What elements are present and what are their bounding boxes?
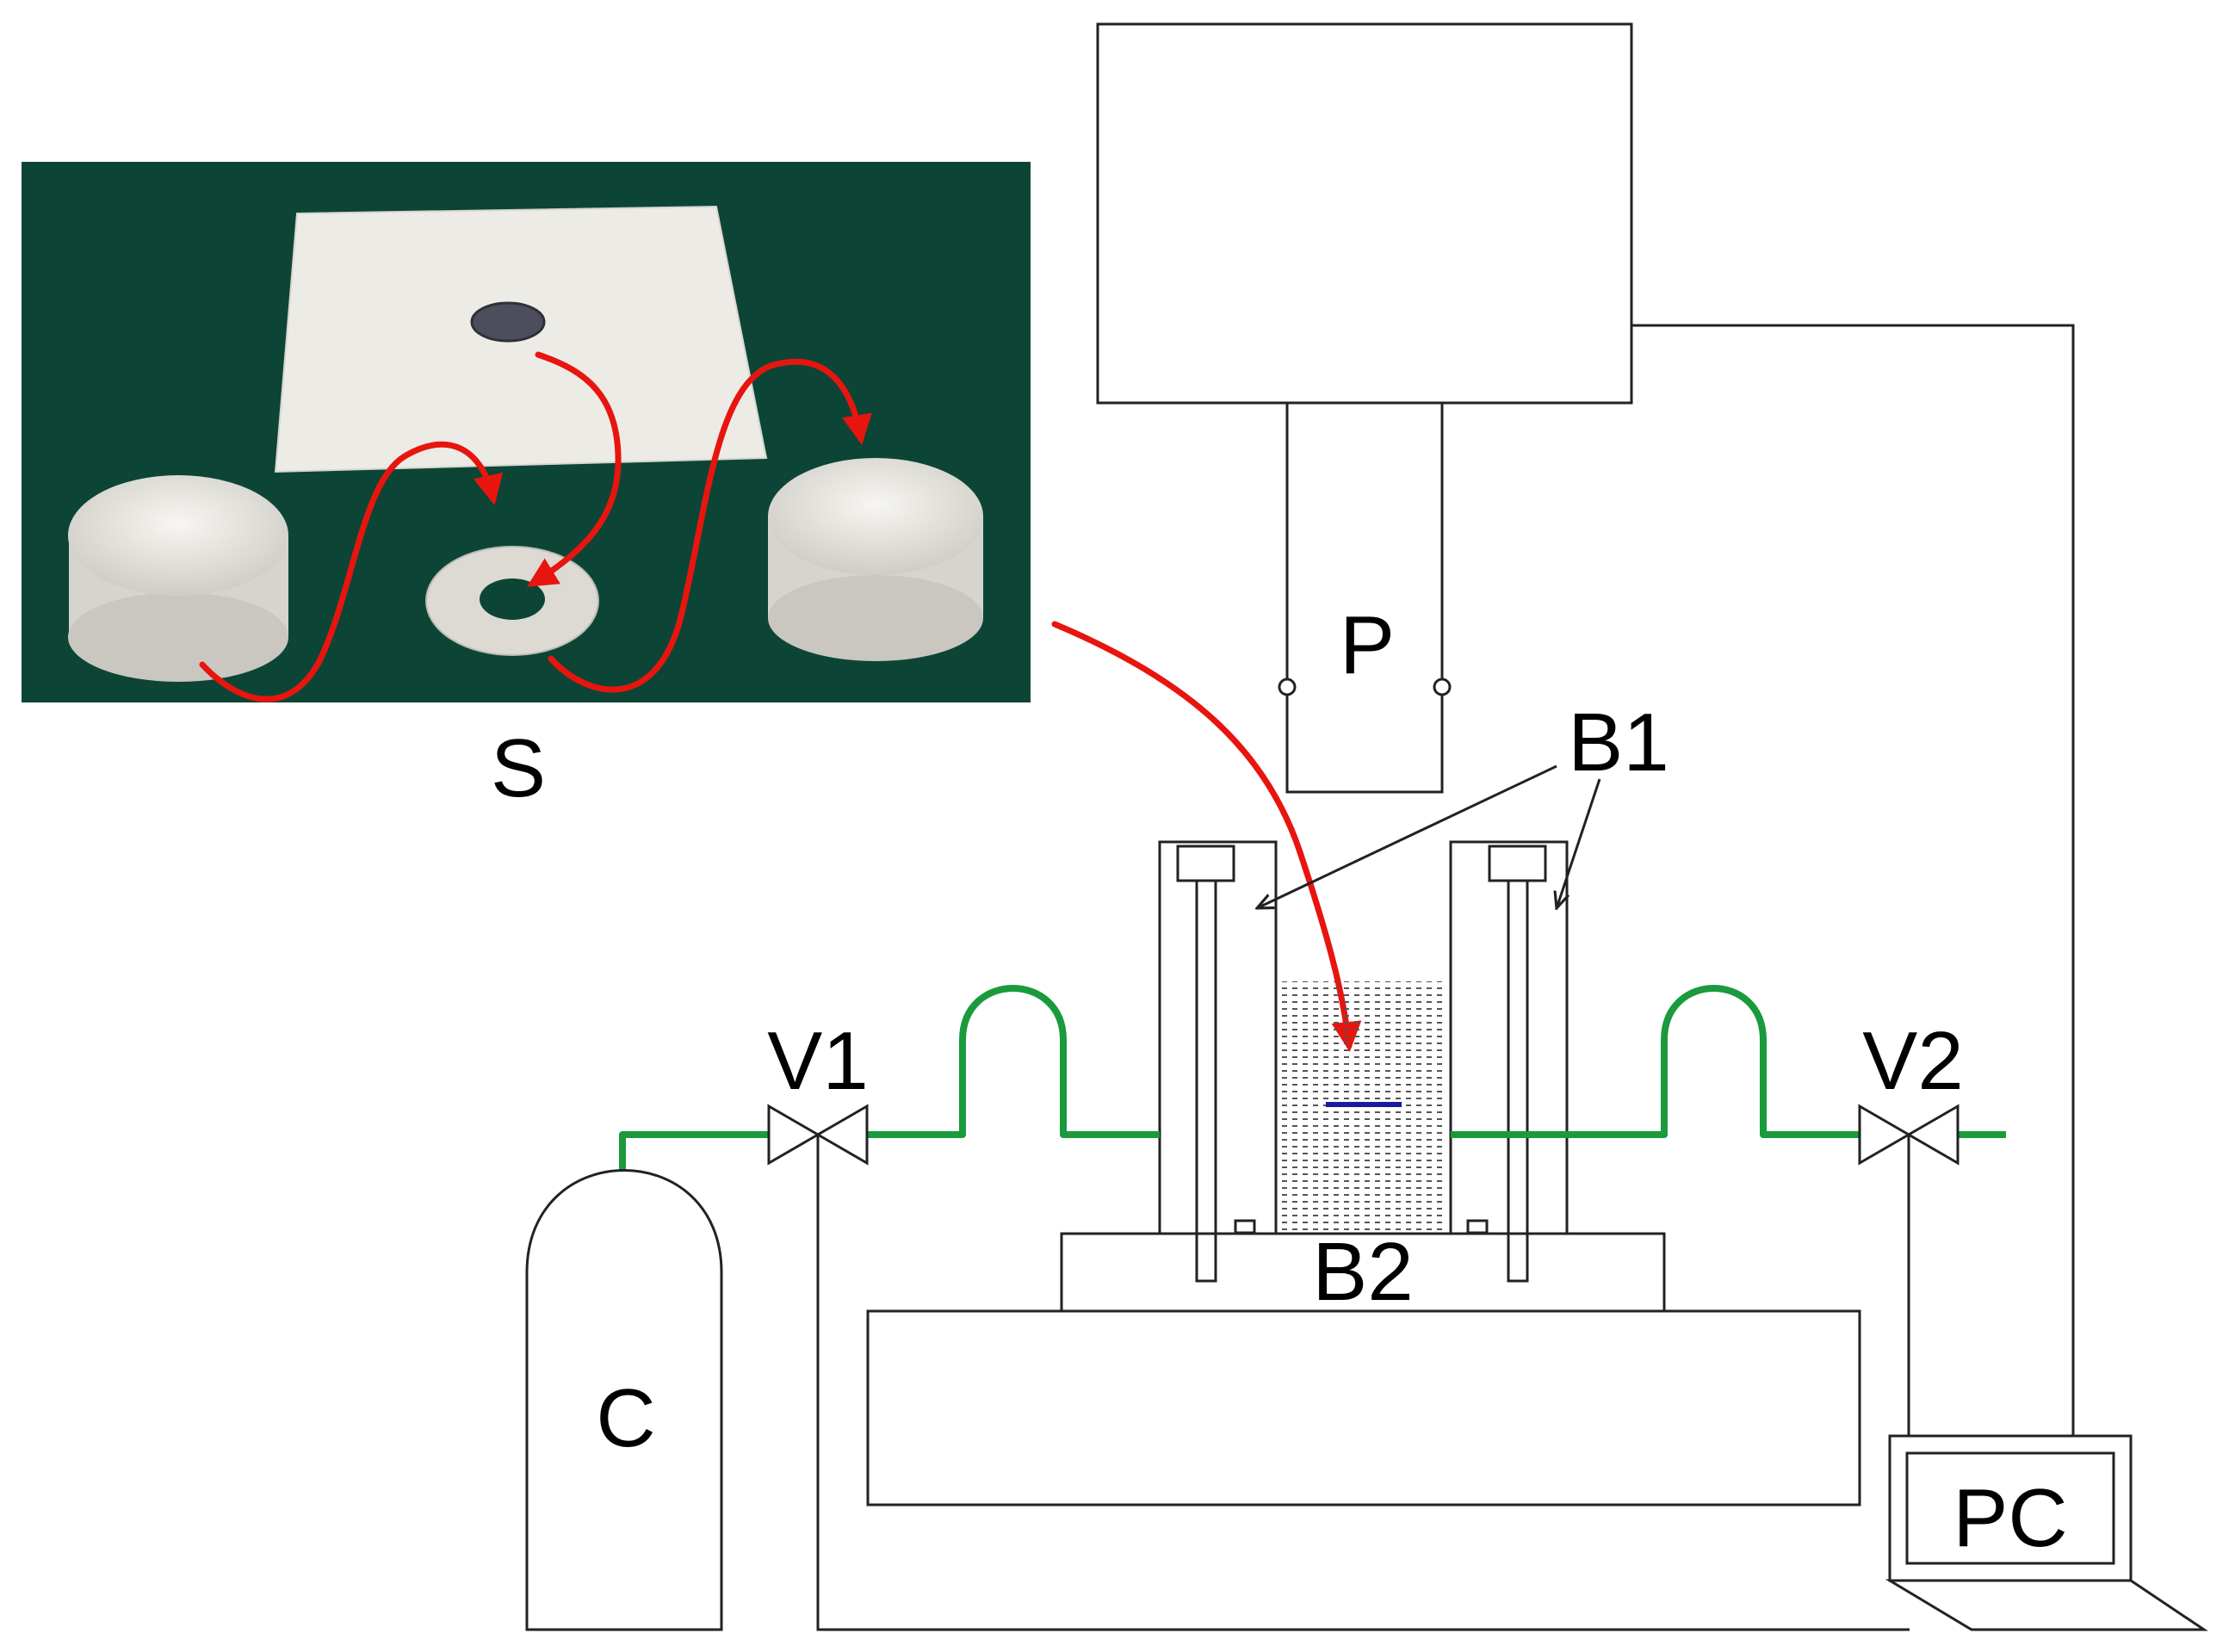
- valve-v1: [767, 1104, 869, 1166]
- press-head: [1096, 22, 1633, 405]
- press-piston: [1285, 401, 1444, 794]
- sample-disc: [470, 301, 546, 343]
- laptop-pc: [1885, 1434, 2208, 1631]
- leader-b1-right: [1557, 778, 1601, 908]
- piston-seal-right: [1433, 678, 1452, 696]
- left-pad-stack: [68, 475, 288, 682]
- label-pc: PC: [1953, 1472, 2067, 1564]
- label-v1: V1: [767, 1015, 868, 1107]
- gas-pipe-left: [861, 985, 1160, 1138]
- leader-b1-left: [1257, 764, 1557, 908]
- seal-right: [1466, 1219, 1489, 1234]
- label-b2: B2: [1312, 1226, 1413, 1318]
- sample-photo: [22, 162, 1031, 702]
- red-arrow-sample-disc: [527, 351, 622, 587]
- right-pad-stack: [768, 458, 983, 661]
- red-arrow-left-pad: [199, 441, 504, 702]
- label-b1: B1: [1568, 696, 1669, 789]
- base-plate: [1060, 1232, 1666, 1313]
- label-c: C: [596, 1372, 655, 1464]
- wire-press-pc: [1631, 324, 2075, 1436]
- label-s: S: [491, 722, 546, 814]
- label-p: P: [1340, 599, 1395, 691]
- red-arrow-right-pad: [548, 358, 872, 693]
- valve-v2: [1858, 1104, 1959, 1166]
- piston-seal-left: [1278, 678, 1297, 696]
- label-v2: V2: [1862, 1015, 1963, 1107]
- bolt-shaft-left: [1195, 1232, 1217, 1283]
- bolt-block-right: [1449, 840, 1569, 1283]
- gas-pipe-right: [1451, 985, 1862, 1138]
- seal-left: [1234, 1219, 1256, 1234]
- press-table: [866, 1309, 1861, 1507]
- ring-gasket: [425, 546, 599, 656]
- wire-v1: [816, 1135, 1910, 1631]
- gas-cylinder: [525, 1169, 723, 1631]
- bolt-shaft-right: [1507, 1232, 1529, 1283]
